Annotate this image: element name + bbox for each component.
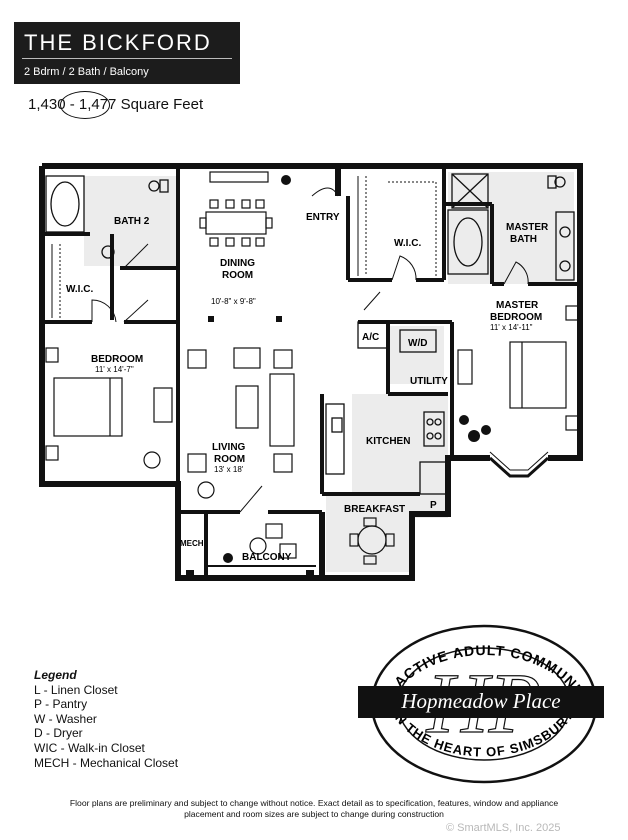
- label-utility: UTILITY: [410, 376, 448, 387]
- floor-plan: BATH 2 W.I.C. BEDROOM 11' x 14'-7" DININ…: [39, 163, 583, 581]
- title-banner: THE BICKFORD 2 Bdrm / 2 Bath / Balcony: [14, 22, 240, 84]
- legend-item: P - Pantry: [34, 697, 88, 712]
- label-master-bed-dim: 11' x 14'-11": [490, 323, 533, 332]
- label-dining-1: DINING: [220, 258, 255, 269]
- label-bath2: BATH 2: [114, 216, 150, 227]
- plan-subtitle: 2 Bdrm / 2 Bath / Balcony: [24, 66, 149, 78]
- community-logo: HP AN ACTIVE ADULT COMMUNITY IN THE HEAR…: [358, 624, 604, 784]
- disclaimer: Floor plans are preliminary and subject …: [30, 798, 598, 820]
- label-kitchen: KITCHEN: [366, 436, 410, 447]
- label-dining-2: ROOM: [222, 270, 253, 281]
- title-divider: [22, 58, 232, 59]
- label-wic-left: W.I.C.: [66, 284, 93, 295]
- label-bedroom: BEDROOM: [91, 354, 143, 365]
- label-dining-dim: 10'-8" x 9'-8": [211, 297, 256, 306]
- legend: Legend L - Linen Closet P - Pantry W - W…: [34, 668, 178, 770]
- label-bedroom-dim: 11' x 14'-7": [95, 365, 134, 374]
- label-balcony: BALCONY: [242, 552, 292, 563]
- label-living-dim: 13' x 18': [214, 465, 244, 474]
- label-living-1: LIVING: [212, 442, 246, 453]
- legend-item: MECH - Mechanical Closet: [34, 755, 179, 770]
- plan-title: THE BICKFORD: [24, 30, 212, 55]
- handdrawn-circle: [60, 91, 110, 119]
- label-pantry: P: [430, 500, 437, 511]
- legend-item: D - Dryer: [34, 726, 83, 741]
- legend-item: WIC - Walk-in Closet: [34, 740, 145, 755]
- legend-item: L - Linen Closet: [34, 682, 118, 697]
- watermark: © SmartMLS, Inc. 2025: [446, 822, 561, 834]
- label-living-2: ROOM: [214, 454, 245, 465]
- label-breakfast: BREAKFAST: [344, 504, 405, 515]
- label-entry: ENTRY: [306, 212, 340, 223]
- label-wd: W/D: [408, 338, 427, 349]
- logo-name: Hopmeadow Place: [400, 689, 560, 713]
- label-master-bath-1: MASTER: [506, 222, 549, 233]
- label-wic-center: W.I.C.: [394, 238, 421, 249]
- label-master-bath-2: BATH: [510, 234, 537, 245]
- disclaimer-line: Floor plans are preliminary and subject …: [69, 798, 559, 808]
- label-mech: MECH: [180, 539, 204, 548]
- disclaimer-line: placement and room sizes are subject to …: [184, 809, 444, 819]
- label-ac: A/C: [362, 332, 379, 343]
- label-master-bed-2: BEDROOM: [490, 312, 542, 323]
- legend-title: Legend: [34, 668, 77, 682]
- legend-item: W - Washer: [34, 711, 97, 726]
- label-master-bed-1: MASTER: [496, 300, 539, 311]
